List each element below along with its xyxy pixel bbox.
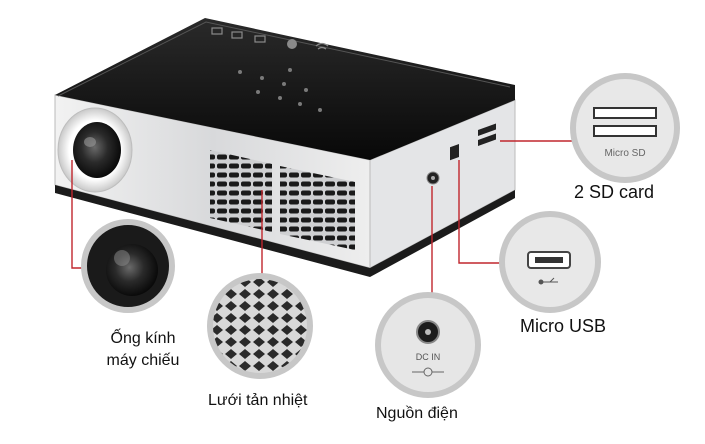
vent-callout (207, 273, 313, 379)
device-power-port (426, 171, 440, 185)
android-icon (287, 39, 297, 49)
power-callout: DC IN (375, 292, 481, 398)
top-status-icons (211, 27, 266, 43)
power-label: Nguồn điện (376, 405, 458, 422)
sd-label: 2 SD card (574, 182, 655, 202)
usb-callout (499, 211, 601, 313)
dc-polarity-icon (412, 367, 444, 377)
lens-label: Ống kính máy chiếu (84, 328, 202, 372)
device-sd-slots (478, 123, 496, 147)
sd-callout: Micro SD (570, 73, 680, 183)
top-indicators (238, 68, 322, 112)
wifi-icon (315, 42, 329, 50)
micro-sd-text: Micro SD (604, 148, 645, 159)
vent-label: Lưới tản nhiệt (208, 392, 308, 409)
lens-label-line1: Ống kính (110, 330, 176, 347)
device-lens (57, 107, 133, 193)
device-vent-left (210, 150, 272, 232)
device-vent-right (280, 166, 355, 250)
device-base (55, 185, 515, 277)
device-top-panel (55, 18, 515, 160)
usb-label: Micro USB (520, 316, 607, 336)
usb-symbol-icon (538, 277, 558, 285)
leader-lines (71, 140, 578, 302)
dc-in-text: DC IN (416, 352, 441, 362)
lens-label-line2: máy chiếu (106, 352, 180, 369)
device-usb-port (450, 143, 459, 161)
lens-callout (81, 219, 175, 313)
